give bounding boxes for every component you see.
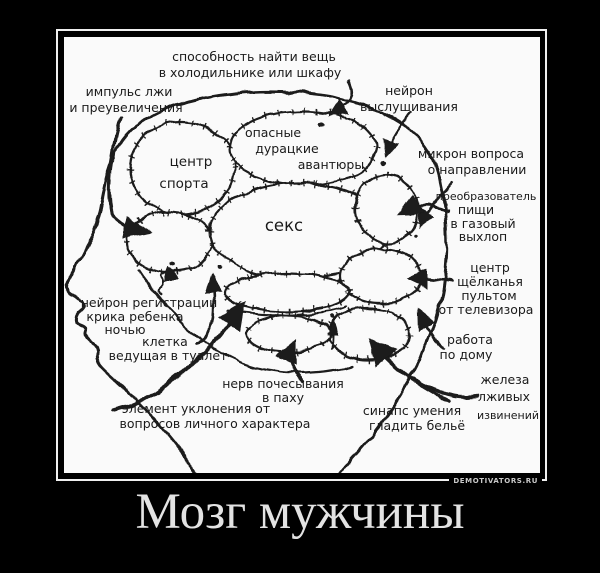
annotation-food: выхлоп: [459, 229, 507, 244]
annotation-scratching: в паху: [262, 390, 305, 405]
annotation-crying: нейрон регистрации: [81, 295, 218, 310]
annotation-toilet: клетка: [142, 334, 188, 349]
photo-frame: центр спорта опасные дурацкие авантюры с…: [56, 29, 547, 486]
annotation-tv: пультом: [461, 288, 516, 303]
region-label-sport: спорта: [159, 176, 208, 192]
dot-listening: [380, 160, 386, 166]
annotation-fridge: способность найти вещь: [172, 49, 336, 64]
annotation-crying: крика ребенка: [86, 309, 183, 324]
leader-directions: [418, 180, 454, 228]
leader-ironing: [368, 337, 450, 403]
annotation-directions: микрон вопроса: [418, 146, 524, 161]
region-label-adventures: авантюры: [298, 157, 364, 172]
brain-diagram-svg: центр спорта опасные дурацкие авантюры с…: [64, 49, 539, 473]
annotation-housework: по дому: [440, 347, 494, 362]
leader-lies: [107, 115, 151, 239]
dot-fridge: [319, 123, 325, 129]
annotation-tv: щёлканья: [457, 274, 523, 289]
brain-region-tv: [338, 247, 424, 305]
dot-scratching: [329, 314, 335, 320]
dot-toilet: [216, 264, 222, 270]
annotation-evasion: вопросов личного характера: [120, 416, 311, 431]
annotation-listening: нейрон: [385, 83, 433, 98]
leader-listening: [382, 111, 413, 158]
watermark: DEMOTIVATORS.RU: [449, 477, 542, 486]
annotation-housework: работа: [447, 332, 493, 347]
region-label-adventures: дурацкие: [255, 141, 319, 156]
annotation-apologies: извинений: [477, 409, 539, 422]
annotation-lies: и преувеличения: [69, 100, 182, 115]
leader-apologies: [412, 377, 479, 399]
annotation-ironing: гладить бельё: [369, 418, 465, 433]
leader-tv: [406, 268, 454, 288]
region-label-sport: центр: [170, 154, 213, 170]
leader-food: [396, 193, 451, 215]
leader-evasion: [111, 301, 246, 413]
brain-region-band: [223, 271, 351, 313]
region-label-adventures: опасные: [245, 125, 301, 140]
dot-directions-micron: [413, 233, 417, 237]
dot-crying: [169, 261, 175, 267]
hand-drawing: [64, 78, 479, 473]
leader-toilet: [195, 273, 223, 345]
region-ticks: [323, 304, 413, 364]
annotation-food: пищи: [458, 202, 494, 217]
region-label-sex: секс: [265, 216, 303, 235]
annotation-food: преобразователь: [436, 190, 537, 203]
annotation-lies: импульс лжи: [86, 84, 173, 99]
annotation-apologies: лживых: [478, 389, 530, 404]
annotation-evasion: элемент уклонения от: [122, 401, 270, 416]
annotation-fridge: в холодильнике или шкафу: [159, 65, 342, 80]
leader-crying: [157, 266, 179, 296]
leader-scratching: [275, 339, 305, 383]
head-outline: [64, 89, 449, 473]
brain-diagram-photo: центр спорта опасные дурацкие авантюры с…: [64, 37, 540, 473]
annotation-directions: о направлении: [428, 162, 527, 177]
region-ticks: [125, 118, 239, 218]
region-ticks: [225, 107, 381, 189]
region-ticks: [221, 269, 353, 315]
annotation-toilet: ведущая в туалет: [109, 348, 228, 363]
annotation-listening: выслушивания: [360, 99, 458, 114]
leader-housework: [417, 308, 445, 349]
annotation-apologies: железа: [481, 372, 530, 387]
annotation-crying: ночью: [104, 322, 145, 337]
poster-title: Мозг мужчины: [135, 484, 465, 540]
annotation-tv: центр: [470, 260, 510, 275]
leader-scratching-thin: [325, 320, 338, 352]
annotation-scratching: нерв почесывания: [222, 376, 344, 391]
brain-underside: [137, 268, 354, 375]
annotation-tv: от телевизора: [439, 302, 534, 317]
annotation-ironing: синапс умения: [363, 403, 461, 418]
annotation-food: в газовый: [450, 216, 515, 231]
leader-fridge: [327, 78, 355, 117]
